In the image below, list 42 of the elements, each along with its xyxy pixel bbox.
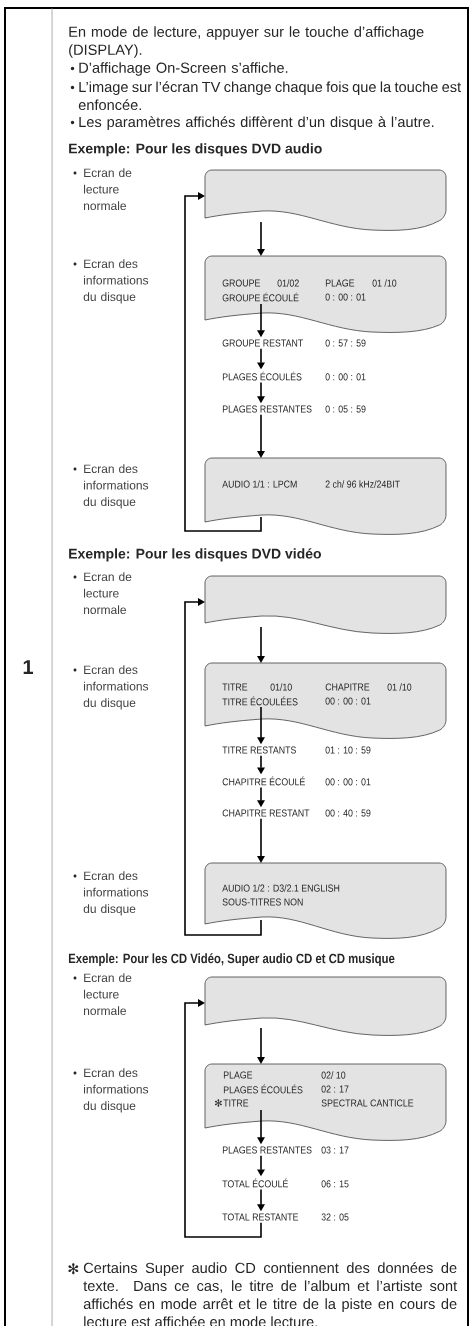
section-heading: Exemple: Pour les disques DVD vidéo [69, 548, 321, 562]
screen-caption: Ecran de lecture normale [84, 168, 132, 210]
screen-display [204, 575, 447, 634]
display-line: TITRE RESTANTS 01 : 10 : 59 [222, 746, 371, 754]
screen-display: GROUPE 01/02 PLAGE 01 /10 GROUPE ÉCOULÉ 0 : 00 : 01 [204, 255, 447, 333]
footnote-mark: ✻ [68, 1263, 79, 1275]
display-line: PLAGES RESTANTES 03 : 17 [222, 1146, 349, 1154]
flow-arrow [257, 413, 265, 458]
flow-arrow [184, 192, 262, 532]
screen-display: PLAGE 02/ 10 PLAGES ÉCOULÉS 02 : 17 ✻ TITRE SPECTRAL CANTICLE [204, 1063, 447, 1141]
flow-arrow [257, 817, 265, 863]
flow-arrow [257, 1027, 265, 1064]
flow-arrow [184, 598, 262, 936]
screen-display [204, 976, 447, 1036]
screen-display: AUDIO 1/1 : LPCM 2 ch/ 96 kHz/24BIT [204, 457, 447, 535]
screen-caption: Ecran de lecture normale [84, 572, 132, 614]
screen-display: TITRE 01/10 CHAPITRE 01 /10 TITRE ÉCOULÉES 00 : 00 : 01 [204, 662, 447, 739]
bullet-text: L’image sur l’écran TV change chaque fois que la touche est enfoncée. [78, 81, 461, 111]
screen-caption: Ecran des informations du disque [83, 871, 149, 916]
screen-caption: Ecran de lecture normale [84, 973, 132, 1015]
screen-caption: Ecran des informations du disque [83, 259, 149, 304]
flow-arrow [184, 999, 262, 1238]
screen-display: AUDIO 1/2 : D3/2.1 ENGLISH SOUS-TITRES NON [204, 862, 447, 939]
step-number: 1 [23, 660, 33, 674]
screen-caption: Ecran des informations du disque [83, 665, 149, 710]
section-heading: Exemple: Pour les CD Vidéo, Super audio CD et CD musique [68, 953, 395, 966]
display-line: TOTAL RESTANTE 32 : 05 [222, 1213, 349, 1221]
display-line: GROUPE RESTANT 0 : 57 : 59 [222, 339, 366, 347]
bullet-text: Les paramètres affichés diffèrent d’un disque à l’autre. [79, 116, 434, 130]
bullet-text: D’affichage On-Screen s’affiche. [79, 62, 288, 76]
display-line: CHAPITRE ÉCOULÉ 00 : 00 : 01 [222, 776, 371, 786]
section-heading: Exemple: Pour les disques DVD audio [69, 143, 322, 157]
screen-display [204, 169, 447, 231]
display-line: PLAGES ÉCOULÉS 0 : 00 : 01 [222, 371, 366, 381]
display-line: PLAGES RESTANTES 0 : 05 : 59 [222, 405, 366, 413]
flow-arrow [257, 221, 265, 256]
display-line: TOTAL ÉCOULÉ 06 : 15 [222, 1178, 349, 1188]
display-line: CHAPITRE RESTANT 00 : 40 : 59 [222, 809, 371, 817]
instruction-text: En mode de lecture, appuyer sur le touche d’affichage (DISPLAY). [69, 26, 424, 58]
screen-caption: Ecran des informations du disque [83, 464, 149, 509]
screen-caption: Ecran des informations du disque [83, 1068, 149, 1113]
flow-arrow [257, 626, 265, 663]
